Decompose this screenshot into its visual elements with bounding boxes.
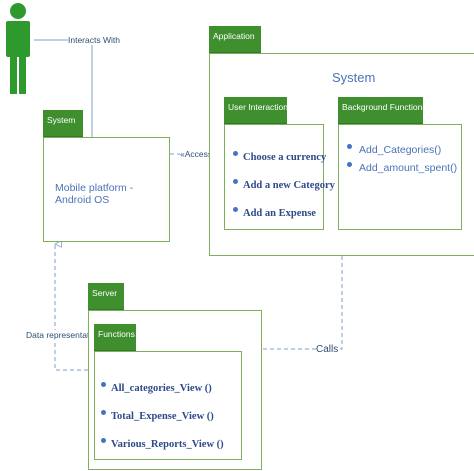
system-tab: System xyxy=(43,110,83,137)
list-item: Add_amount_spent() xyxy=(347,158,457,176)
list-item: Add_Categories() xyxy=(347,140,457,158)
bullet-icon xyxy=(347,144,352,149)
bullet-icon xyxy=(347,162,352,167)
list-item: Add a new Category xyxy=(233,175,335,203)
list-item: All_categories_View () xyxy=(101,378,224,406)
bullet-icon xyxy=(101,382,106,387)
application-title: System xyxy=(332,70,376,85)
bullet-icon xyxy=(101,410,106,415)
application-tab: Application xyxy=(209,26,261,53)
interacts-with-label: Interacts With xyxy=(68,35,120,45)
person-icon xyxy=(6,3,30,94)
background-functions-list: Add_Categories() Add_amount_spent() xyxy=(347,140,457,176)
functions-list: All_categories_View () Total_Expense_Vie… xyxy=(101,378,224,462)
user-interaction-tab: User Interaction xyxy=(224,97,288,124)
system-box: Mobile platform -Android OS xyxy=(43,137,170,242)
bullet-icon xyxy=(101,438,106,443)
list-item: Add an Expense xyxy=(233,203,335,231)
bullet-icon xyxy=(233,207,238,212)
list-item: Choose a currency xyxy=(233,147,335,175)
server-tab: Server xyxy=(88,283,124,310)
user-interaction-box: Choose a currency Add a new Category Add… xyxy=(224,124,335,230)
bullet-icon xyxy=(233,151,238,156)
functions-tab: Functions xyxy=(94,324,136,351)
list-item: Various_Reports_View () xyxy=(101,434,224,462)
functions-box: All_categories_View () Total_Expense_Vie… xyxy=(94,351,242,460)
access-label: «Access» xyxy=(180,149,217,159)
calls-line xyxy=(252,256,343,349)
user-interaction-list: Choose a currency Add a new Category Add… xyxy=(233,147,335,231)
calls-label: Calls xyxy=(316,344,339,355)
data-representation-line xyxy=(55,244,88,371)
bullet-icon xyxy=(233,179,238,184)
background-functions-box: Add_Categories() Add_amount_spent() xyxy=(338,124,462,230)
system-description: Mobile platform -Android OS xyxy=(55,182,134,206)
background-functions-tab: Background Functions xyxy=(338,97,427,124)
list-item: Total_Expense_View () xyxy=(101,406,224,434)
data-representation-label: Data representation xyxy=(26,330,101,340)
